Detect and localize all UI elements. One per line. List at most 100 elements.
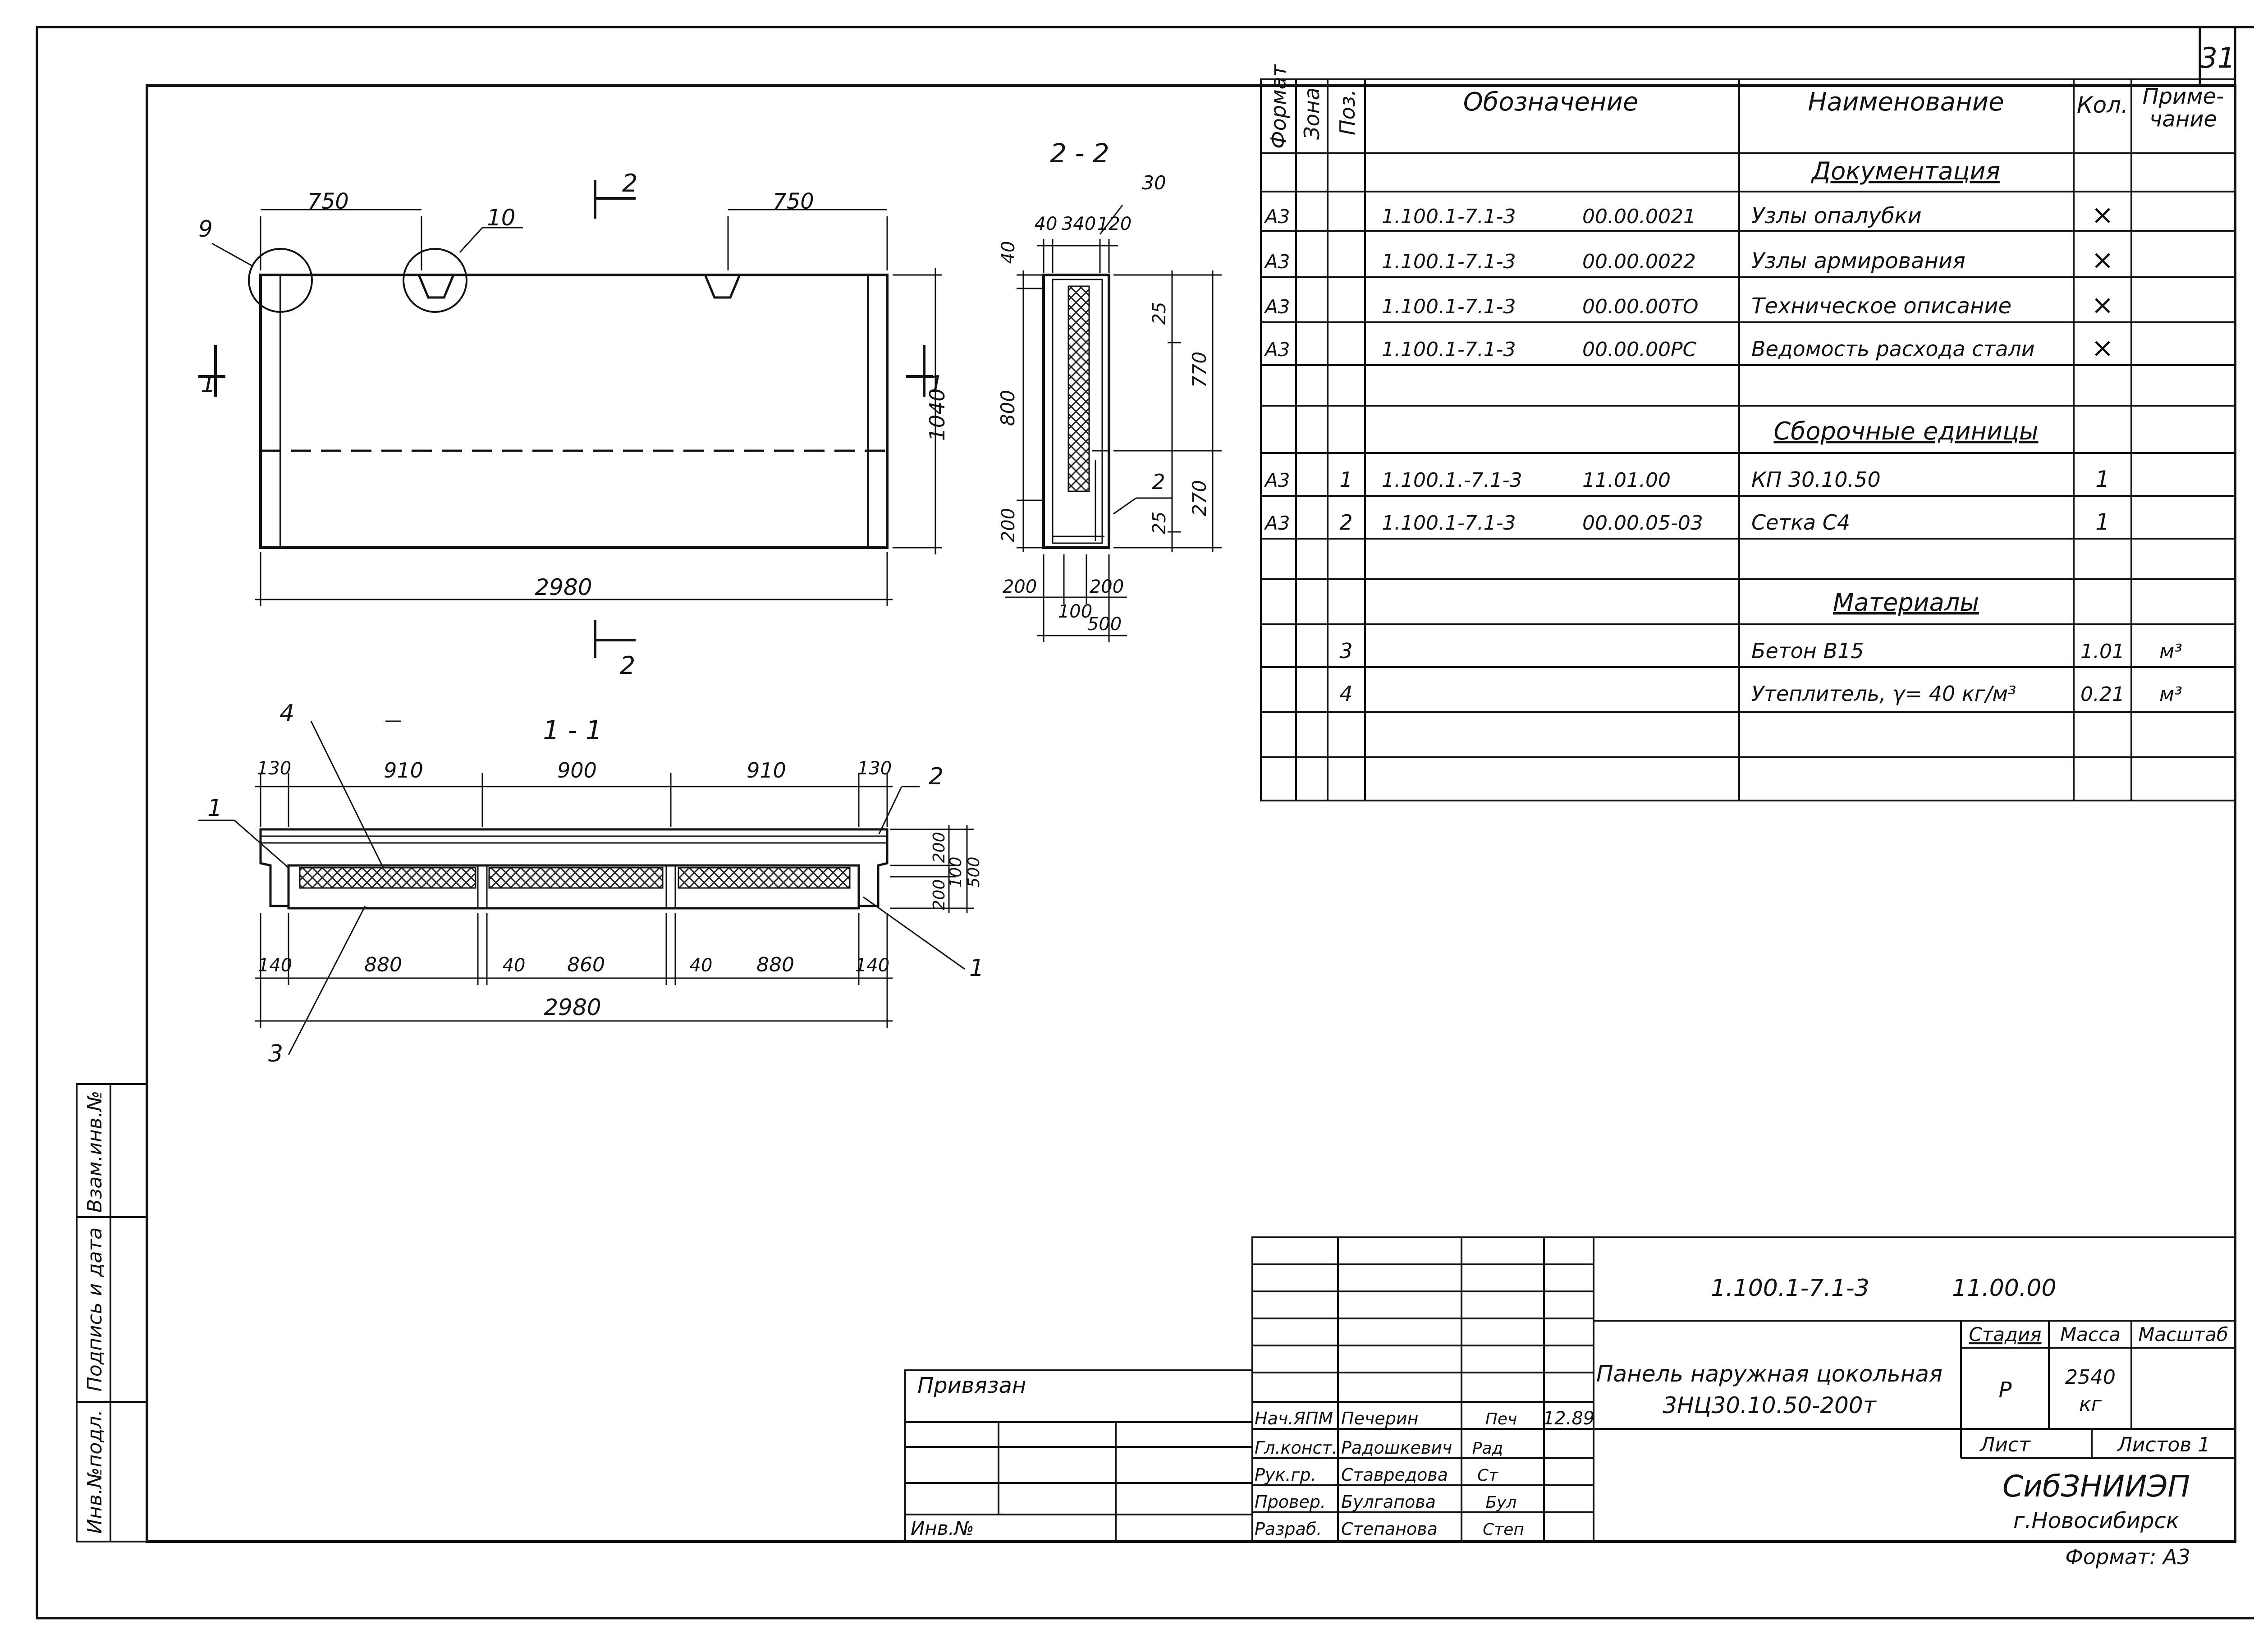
dim-2-2-40-left: 40 bbox=[998, 241, 1019, 264]
dim-1-1-880-b: 880 bbox=[756, 953, 794, 976]
callout-2-section11: 2 bbox=[929, 763, 944, 790]
scale-label: Масштаб bbox=[2138, 1323, 2228, 1345]
signature: Ст bbox=[1477, 1466, 1498, 1485]
svg-text:Нач.ЯПМ: Нач.ЯПМ bbox=[1255, 1409, 1333, 1428]
dim-1-1-910-a: 910 bbox=[384, 758, 423, 783]
svg-text:Гл.конст.: Гл.конст. bbox=[1255, 1438, 1338, 1458]
section-2-2-title: 2 - 2 bbox=[1050, 138, 1109, 169]
dim-2-2-770: 770 bbox=[1188, 352, 1210, 388]
dim-2-2-120: 120 bbox=[1097, 214, 1132, 234]
svg-text:2: 2 bbox=[1339, 510, 1352, 535]
svg-text:1: 1 bbox=[2095, 509, 2110, 535]
mass-value: 2540 bbox=[2065, 1366, 2116, 1389]
dim-750-right: 750 bbox=[773, 189, 814, 214]
dim-1-1-140-left: 140 bbox=[258, 955, 292, 976]
svg-text:Техническое описание: Техническое описание bbox=[1751, 293, 2011, 319]
section-assembly-units: Сборочные единицы bbox=[1773, 417, 2038, 445]
svg-text:А3: А3 bbox=[1264, 296, 1290, 318]
svg-text:Узлы опалубки: Узлы опалубки bbox=[1751, 203, 1922, 229]
dim-1-1-200-bottom: 200 bbox=[930, 879, 948, 911]
dim-1-1-910-b: 910 bbox=[747, 758, 786, 783]
svg-text:×: × bbox=[2091, 199, 2114, 231]
table-row: 3 Бетон В15 1.01 м³ bbox=[1339, 639, 2182, 663]
svg-text:0.21: 0.21 bbox=[2080, 683, 2125, 706]
product-code: 3НЦ30.10.50-200т bbox=[1663, 1392, 1877, 1419]
header-designation: Обозначение bbox=[1463, 87, 1639, 117]
callout-9: 9 bbox=[198, 216, 213, 242]
table-row: А3 1.100.1-7.1-3 00.00.0021 Узлы опалубк… bbox=[1264, 199, 2114, 231]
sheet-label: Лист bbox=[1979, 1433, 2031, 1456]
org-city: г.Новосибирск bbox=[2013, 1508, 2179, 1533]
header-note: Приме-чание bbox=[2143, 84, 2224, 132]
callout-1-left: 1 bbox=[207, 795, 222, 822]
svg-text:1.100.1-7.1-3: 1.100.1-7.1-3 bbox=[1382, 205, 1516, 228]
svg-text:1.100.1-7.1-3: 1.100.1-7.1-3 bbox=[1382, 512, 1516, 535]
title-block bbox=[904, 1236, 2236, 1542]
callout-4: 4 bbox=[279, 700, 294, 727]
stamp-vzam: Взам.инв.№ bbox=[83, 1091, 106, 1213]
cut-mark-right: 1 bbox=[929, 371, 944, 398]
table-row: А3 1.100.1-7.1-3 00.00.0022 Узлы армиров… bbox=[1264, 244, 2114, 276]
section-documentation: Документация bbox=[1811, 157, 2000, 185]
section-1-1 bbox=[198, 720, 974, 1055]
svg-text:м³: м³ bbox=[2159, 683, 2182, 706]
sheets-label: Листов 1 bbox=[2117, 1433, 2210, 1456]
svg-text:м³: м³ bbox=[2159, 640, 2182, 663]
stage-value: Р bbox=[1999, 1377, 2012, 1403]
svg-text:1.100.1-7.1-3: 1.100.1-7.1-3 bbox=[1382, 295, 1516, 318]
doc-suffix: 11.00.00 bbox=[1952, 1275, 2057, 1302]
dim-1-1-500: 500 bbox=[965, 857, 983, 888]
inv-no-label: Инв.№ bbox=[911, 1517, 974, 1539]
stamp-podpis: Подпись и дата bbox=[83, 1227, 106, 1391]
cut-mark-left: 1 bbox=[201, 371, 215, 398]
svg-text:1: 1 bbox=[2095, 466, 2110, 492]
signature: Степ bbox=[1483, 1520, 1524, 1539]
spec-table bbox=[1260, 78, 2236, 801]
svg-text:00.00.05-03: 00.00.05-03 bbox=[1582, 512, 1703, 535]
svg-text:00.00.00РС: 00.00.00РС bbox=[1582, 338, 1696, 361]
svg-text:КП 30.10.50: КП 30.10.50 bbox=[1751, 467, 1881, 492]
product-name: Панель наружная цокольная bbox=[1596, 1361, 1942, 1387]
header-format: Формат bbox=[1266, 64, 1291, 149]
stage-label: Стадия bbox=[1969, 1323, 2041, 1345]
table-row: А3 2 1.100.1-7.1-3 00.00.05-03 Сетка С4 … bbox=[1264, 509, 2110, 535]
callout-2-section22: 2 bbox=[1152, 470, 1165, 494]
table-row: А3 1.100.1-7.1-3 00.00.00РС Ведомость ра… bbox=[1264, 332, 2114, 364]
left-stamp bbox=[76, 1083, 148, 1542]
svg-text:00.00.00ТО: 00.00.00ТО bbox=[1582, 295, 1698, 318]
header-name: Наименование bbox=[1808, 87, 2004, 117]
header-qty: Кол. bbox=[2077, 92, 2128, 118]
svg-text:Ведомость расхода стали: Ведомость расхода стали bbox=[1751, 337, 2035, 361]
svg-text:Булгапова: Булгапова bbox=[1341, 1492, 1436, 1512]
svg-text:×: × bbox=[2091, 332, 2114, 364]
callout-10: 10 bbox=[487, 205, 516, 231]
dim-2-2-800: 800 bbox=[997, 390, 1019, 426]
section-materials: Материалы bbox=[1833, 588, 1979, 617]
approval-row: Провер. Булгапова Бул bbox=[1255, 1492, 1517, 1512]
dim-2-2-40-top: 40 bbox=[1035, 214, 1058, 234]
header-zone: Зона bbox=[1300, 87, 1324, 140]
sheet-number-box: 31 bbox=[2199, 26, 2236, 87]
svg-text:Бетон В15: Бетон В15 bbox=[1751, 639, 1864, 663]
dim-1-1-40-a: 40 bbox=[503, 955, 526, 976]
dim-2-2-200-left: 200 bbox=[998, 508, 1019, 542]
dim-2-2-500: 500 bbox=[1087, 614, 1122, 635]
svg-text:А3: А3 bbox=[1264, 206, 1290, 228]
svg-text:А3: А3 bbox=[1264, 251, 1290, 273]
svg-text:Утеплитель, γ= 40 кг/м³: Утеплитель, γ= 40 кг/м³ bbox=[1751, 682, 2016, 706]
dim-2-2-200-a: 200 bbox=[1003, 577, 1037, 597]
signature: Бул bbox=[1485, 1493, 1516, 1512]
approval-row: Гл.конст. Радошкевич Рад bbox=[1255, 1438, 1503, 1458]
dim-2-2-270: 270 bbox=[1188, 480, 1210, 516]
stamp-inv: Инв.№подл. bbox=[83, 1409, 106, 1534]
section-1-1-title: 1 - 1 bbox=[543, 715, 602, 746]
svg-text:00.00.0021: 00.00.0021 bbox=[1582, 205, 1696, 228]
svg-text:Степанова: Степанова bbox=[1341, 1519, 1438, 1539]
dim-1-1-130-left: 130 bbox=[257, 758, 291, 779]
cut-mark-bottom: 2 bbox=[620, 651, 635, 680]
dim-2-2-100: 100 bbox=[1058, 601, 1092, 622]
callout-1-right: 1 bbox=[969, 955, 984, 982]
cut-mark-top: 2 bbox=[622, 169, 637, 197]
dim-1-1-140-right: 140 bbox=[855, 955, 889, 976]
